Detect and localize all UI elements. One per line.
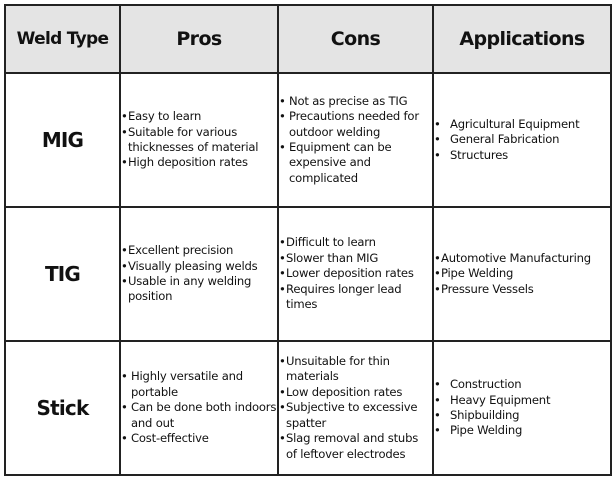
cons-cell: Unsuitable for thin materials Low deposi… (277, 340, 434, 476)
list-item: High deposition rates (121, 155, 277, 171)
list-item: Slower than MIG (279, 251, 432, 267)
weld-comparison-table: Weld Type Pros Cons Applications MIG Eas… (4, 4, 612, 476)
list-item: Requires longer lead times (279, 282, 432, 313)
list-item: Low deposition rates (279, 385, 432, 401)
list-item: Equipment can be expensive and complicat… (279, 140, 432, 186)
pros-cell: Excellent precision Visually pleasing we… (119, 206, 279, 342)
applications-cell: Agricultural Equipment General Fabricati… (432, 72, 612, 208)
header-row: Weld Type Pros Cons Applications (4, 4, 612, 74)
list-item: Precautions needed for outdoor welding (279, 109, 432, 140)
list-item: Structures (434, 148, 610, 164)
header-cons: Cons (277, 4, 434, 74)
applications-cell: Automotive Manufacturing Pipe Welding Pr… (432, 206, 612, 342)
header-applications: Applications (432, 4, 612, 74)
applications-list: Agricultural Equipment General Fabricati… (434, 117, 610, 164)
cons-list: Difficult to learn Slower than MIG Lower… (279, 235, 432, 312)
list-item: Can be done both indoors and out (121, 400, 277, 431)
table-row-stick: Stick Highly versatile and portable Can … (4, 340, 612, 476)
table-row-mig: MIG Easy to learn Suitable for various t… (4, 72, 612, 208)
weld-type-cell: Stick (4, 340, 121, 476)
list-item: Lower deposition rates (279, 266, 432, 282)
cons-cell: Difficult to learn Slower than MIG Lower… (277, 206, 434, 342)
applications-list: Automotive Manufacturing Pipe Welding Pr… (434, 251, 610, 298)
list-item: General Fabrication (434, 132, 610, 148)
list-item: Automotive Manufacturing (434, 251, 610, 267)
weld-type-cell: TIG (4, 206, 121, 342)
header-pros: Pros (119, 4, 279, 74)
list-item: Usable in any welding position (121, 274, 277, 305)
list-item: Excellent precision (121, 243, 277, 259)
list-item: Agricultural Equipment (434, 117, 610, 133)
list-item: Difficult to learn (279, 235, 432, 251)
list-item: Subjective to excessive spatter (279, 400, 432, 431)
pros-list: Excellent precision Visually pleasing we… (121, 243, 277, 305)
weld-type-cell: MIG (4, 72, 121, 208)
cons-list: Unsuitable for thin materials Low deposi… (279, 354, 432, 462)
applications-cell: Construction Heavy Equipment Shipbuildin… (432, 340, 612, 476)
list-item: Shipbuilding (434, 408, 610, 424)
pros-list: Easy to learn Suitable for various thick… (121, 109, 277, 171)
list-item: Highly versatile and portable (121, 369, 277, 400)
applications-list: Construction Heavy Equipment Shipbuildin… (434, 377, 610, 439)
list-item: Suitable for various thicknesses of mate… (121, 125, 277, 156)
table-row-tig: TIG Excellent precision Visually pleasin… (4, 206, 612, 342)
list-item: Not as precise as TIG (279, 94, 432, 110)
list-item: Pipe Welding (434, 266, 610, 282)
header-weld-type: Weld Type (4, 4, 121, 74)
list-item: Unsuitable for thin materials (279, 354, 432, 385)
pros-cell: Highly versatile and portable Can be don… (119, 340, 279, 476)
list-item: Slag removal and stubs of leftover elect… (279, 431, 432, 462)
cons-cell: Not as precise as TIG Precautions needed… (277, 72, 434, 208)
pros-cell: Easy to learn Suitable for various thick… (119, 72, 279, 208)
list-item: Construction (434, 377, 610, 393)
list-item: Easy to learn (121, 109, 277, 125)
list-item: Visually pleasing welds (121, 259, 277, 275)
list-item: Pipe Welding (434, 423, 610, 439)
pros-list: Highly versatile and portable Can be don… (121, 369, 277, 446)
list-item: Pressure Vessels (434, 282, 610, 298)
list-item: Cost-effective (121, 431, 277, 447)
cons-list: Not as precise as TIG Precautions needed… (279, 94, 432, 186)
list-item: Heavy Equipment (434, 393, 610, 409)
